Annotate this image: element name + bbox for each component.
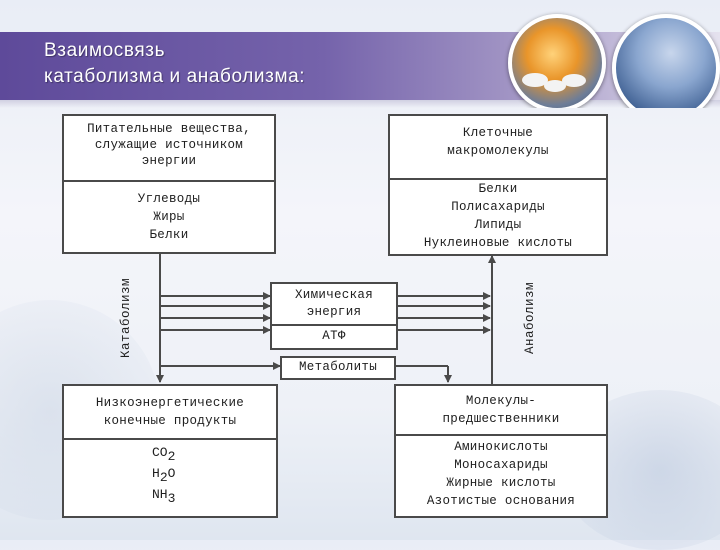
catabolism-label: Катаболизм [119, 278, 133, 359]
precursors-box: Молекулы- предшественники Аминокислоты М… [394, 384, 608, 518]
pill-shape [544, 80, 566, 92]
pill-shape [562, 74, 586, 87]
precursor-item: Моносахариды [454, 458, 548, 472]
pill-shape [522, 73, 548, 87]
macromolecules-header-line: макромолекулы [447, 144, 549, 158]
slide-header: Взаимосвязь катаболизма и анаболизма: [0, 0, 720, 108]
divider [396, 434, 606, 436]
macromolecule-item: Липиды [474, 218, 522, 232]
end-products-header-line: Низкоэнергетические [95, 396, 245, 410]
macromolecules-header-line: Клеточные [462, 126, 534, 140]
nutrients-header-line: Питательные вещества, [87, 122, 251, 136]
formula-list: CO2 H2O NH3 [152, 444, 175, 507]
divider [390, 178, 606, 180]
macromolecule-item: Нуклеиновые кислоты [423, 236, 573, 250]
header-shade [0, 100, 720, 108]
divider [272, 324, 396, 326]
anabolism-label: Анаболизм [523, 282, 537, 355]
title-line-1: Взаимосвязь [44, 40, 166, 61]
end-products-header-line: конечные продукты [103, 414, 237, 428]
nutrient-item: Углеводы [137, 192, 201, 206]
nutrients-header-line: служащие источником [94, 138, 244, 152]
divider [64, 180, 274, 182]
photo-lab [612, 14, 720, 108]
slide-title: Взаимосвязь катаболизма и анаболизма: [44, 38, 305, 90]
nutrient-item: Белки [149, 228, 189, 242]
chemical-energy-box: Химическая энергия АТФ [270, 282, 398, 350]
formula-co2: CO2 [152, 445, 176, 464]
macromolecules-box: Клеточные макромолекулы Белки Полисахари… [388, 114, 608, 256]
precursor-item: Азотистые основания [426, 494, 576, 508]
metabolites-label: Метаболиты [298, 360, 377, 374]
macromolecule-item: Полисахариды [451, 200, 545, 214]
precursor-item: Аминокислоты [454, 440, 548, 454]
precursors-header-line: Молекулы- [465, 394, 537, 408]
divider [64, 438, 276, 440]
formula-nh3: NH3 [152, 487, 176, 506]
chemical-energy-line: энергия [306, 305, 362, 319]
nutrients-header-line: энергии [141, 154, 197, 168]
precursors-header-line: предшественники [442, 412, 560, 426]
nutrient-item: Жиры [153, 210, 185, 224]
precursor-item: Жирные кислоты [446, 476, 556, 490]
nutrients-box: Питательные вещества, служащие источнико… [62, 114, 276, 254]
title-line-2: катаболизма и анаболизма: [44, 66, 306, 87]
formula-h2o: H2O [152, 466, 176, 485]
metabolites-box: Метаболиты [280, 356, 396, 380]
chemical-energy-line: Химическая [294, 288, 373, 302]
macromolecule-item: Белки [478, 182, 518, 196]
end-products-box: Низкоэнергетические конечные продукты CO… [62, 384, 278, 518]
photo-pills-bear [508, 14, 606, 108]
atp-label: АТФ [322, 329, 346, 343]
